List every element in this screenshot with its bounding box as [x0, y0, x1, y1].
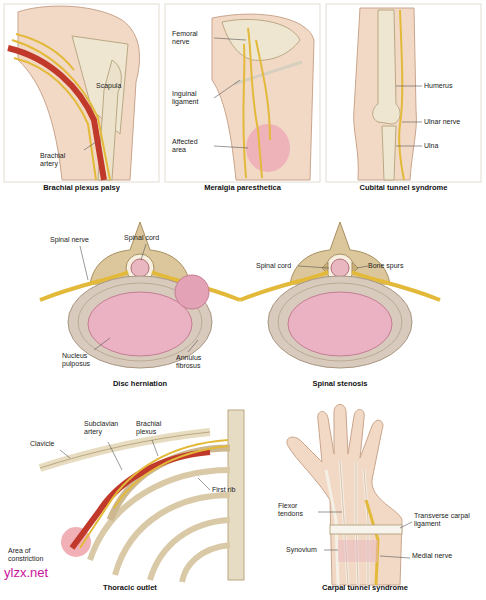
part-label: Medial nerve — [412, 552, 462, 560]
panel-caption: Spinal stenosis — [290, 380, 390, 389]
panel-caption: Disc herniation — [90, 380, 190, 389]
part-label: Spinal cord — [124, 234, 174, 242]
part-label: Nucleus pulposus — [62, 352, 104, 368]
part-label: Transverse carpal ligament — [414, 512, 470, 528]
panel-caption: Carpal tunnel syndrome — [300, 584, 430, 593]
part-label: Inguinal ligament — [172, 90, 212, 106]
part-label: Brachial plexus — [136, 420, 176, 436]
part-label: Brachial artery — [40, 152, 84, 168]
part-label: Subclavian artery — [84, 420, 128, 436]
thorax-figure — [40, 410, 244, 582]
part-label: First rib — [212, 486, 252, 494]
arm-figure — [354, 8, 422, 180]
shoulder-figure — [8, 6, 139, 180]
vertebra-figure — [40, 222, 240, 368]
watermark: ylzx.net — [4, 566, 74, 581]
part-label: Area of constriction — [8, 547, 46, 563]
panel-caption: Thoracic outlet — [80, 584, 180, 593]
part-label: Spinal cord — [256, 262, 298, 270]
part-label: Flexor tendons — [278, 502, 318, 518]
thigh-figure — [212, 14, 314, 180]
part-label: Clavicle — [30, 440, 70, 448]
hand-figure — [287, 405, 412, 586]
part-label: Ulnar nerve — [424, 118, 474, 126]
part-label: Annulus fibrosus — [176, 354, 216, 370]
part-label: Ulna — [424, 142, 474, 150]
part-label: Femoral nerve — [172, 30, 212, 46]
part-label: Scapula — [96, 82, 130, 90]
panel-caption: Brachial plexus palsy — [4, 184, 159, 193]
part-label: Bone spurs — [368, 262, 414, 270]
part-label: Affected area — [172, 138, 212, 154]
part-label: Synovium — [286, 546, 324, 554]
part-label: Humerus — [424, 82, 474, 90]
panel-caption: Meralgia paresthetica — [165, 184, 320, 193]
part-label: Spinal nerve — [50, 236, 98, 244]
stenosis-figure — [240, 222, 440, 368]
panel-caption: Cubital tunnel syndrome — [326, 184, 481, 193]
